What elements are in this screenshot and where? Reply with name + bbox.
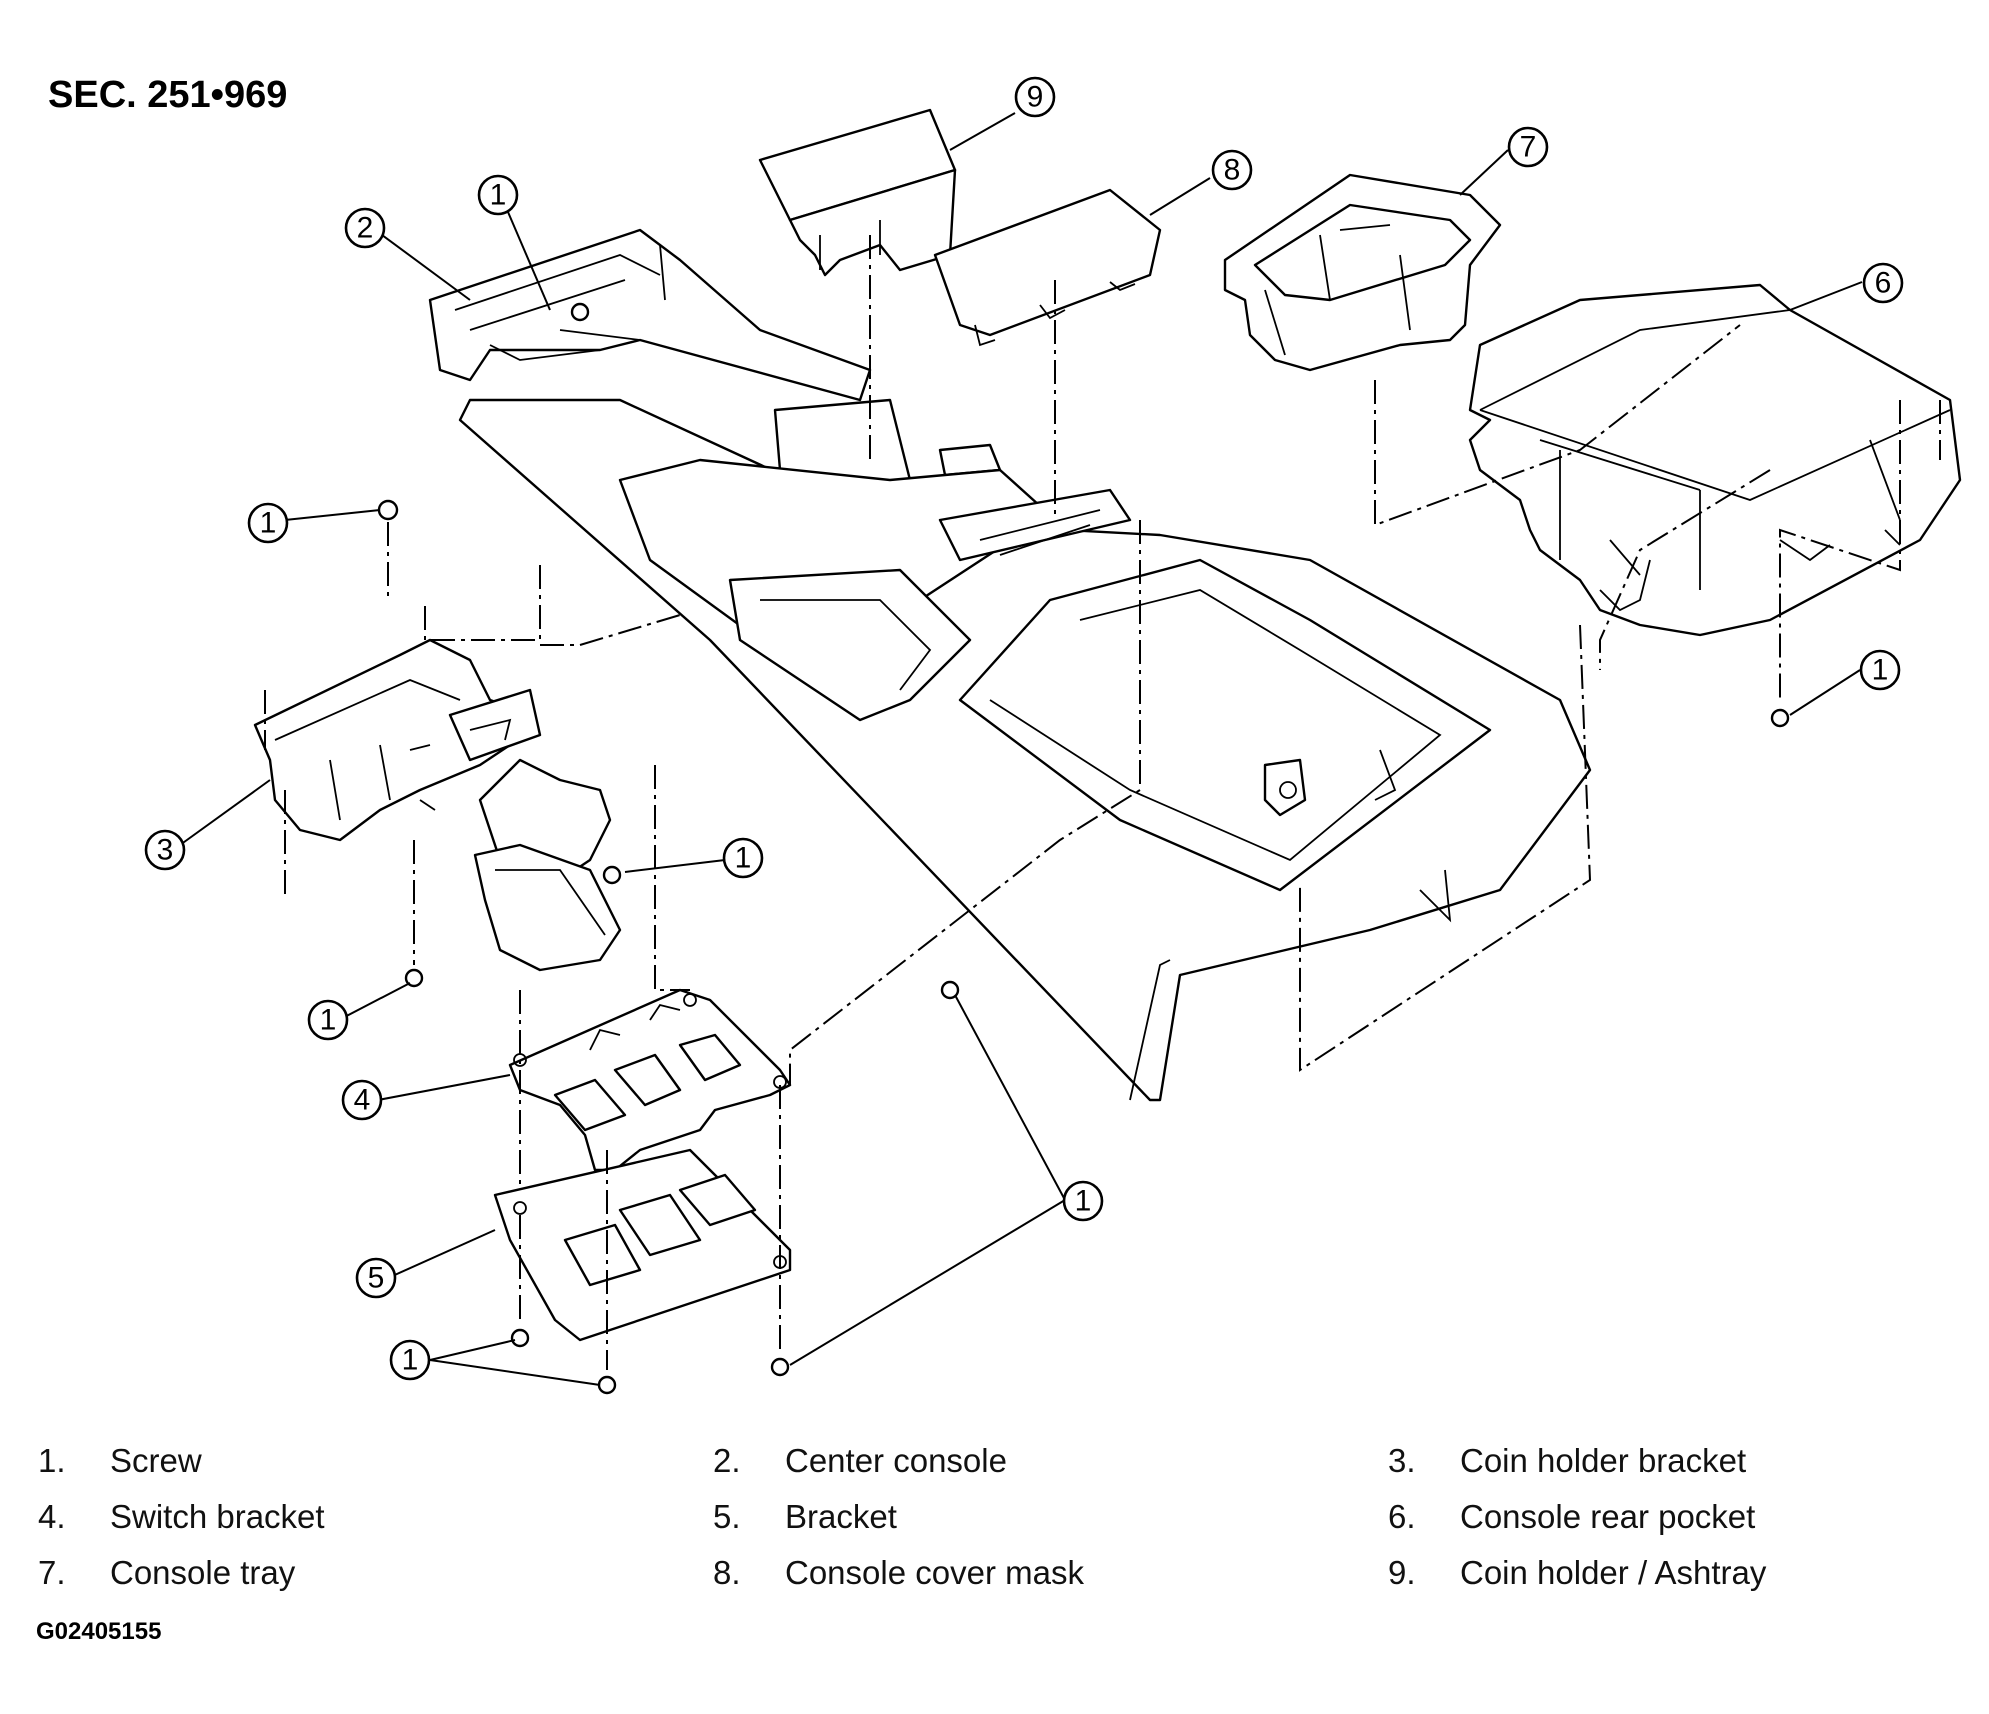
callout-screw-1: 1: [477, 174, 519, 216]
callout-switch-bracket: 4: [341, 1079, 383, 1121]
callout-console-tray: 7: [1507, 126, 1549, 168]
legend-label: Console rear pocket: [1460, 1498, 1756, 1535]
legend-number: 9.: [1388, 1554, 1416, 1591]
screw-parts: [377, 302, 1790, 1395]
svg-text:9: 9: [1027, 81, 1044, 114]
legend-item: 5. Bracket: [713, 1496, 1388, 1538]
callout-screw-2: 1: [247, 502, 289, 544]
legend-number: 2.: [713, 1442, 741, 1479]
svg-text:2: 2: [357, 212, 374, 245]
callout-screw-3: 1: [1859, 649, 1901, 691]
callout-screw-7: 1: [389, 1339, 431, 1381]
svg-text:1: 1: [402, 1344, 419, 1377]
legend-label: Bracket: [785, 1498, 897, 1535]
svg-text:1: 1: [490, 179, 507, 212]
legend-item: 1. Screw: [38, 1440, 713, 1482]
svg-text:1: 1: [260, 507, 277, 540]
legend-item: 6. Console rear pocket: [1388, 1496, 1858, 1538]
callout-bracket: 5: [355, 1257, 397, 1299]
section-title: SEC. 251•969: [48, 74, 288, 116]
console-tray-part: [1223, 173, 1502, 372]
legend-number: 4.: [38, 1498, 66, 1535]
svg-text:1: 1: [735, 842, 752, 875]
center-console-part: [428, 228, 1592, 1102]
legend-item: 7. Console tray: [38, 1552, 713, 1594]
legend-label: Switch bracket: [110, 1498, 325, 1535]
legend-number: 6.: [1388, 1498, 1416, 1535]
svg-text:1: 1: [1075, 1185, 1092, 1218]
callout-console-cover-mask: 8: [1211, 149, 1253, 191]
svg-text:4: 4: [354, 1084, 371, 1117]
bracket-part: [493, 1148, 792, 1342]
legend-number: 5.: [713, 1498, 741, 1535]
legend-label: Screw: [110, 1442, 202, 1479]
coin-holder-ashtray-part: [758, 108, 957, 277]
legend-label: Console tray: [110, 1554, 296, 1591]
legend-label: Coin holder / Ashtray: [1460, 1554, 1767, 1591]
svg-text:6: 6: [1875, 267, 1892, 300]
legend-label: Center console: [785, 1442, 1007, 1479]
svg-text:1: 1: [1872, 654, 1889, 687]
callout-screw-6: 1: [1062, 1180, 1104, 1222]
switch-bracket-part: [508, 988, 792, 1172]
legend-label: Console cover mask: [785, 1554, 1084, 1591]
callout-screw-5: 1: [307, 999, 349, 1041]
legend-number: 1.: [38, 1442, 66, 1479]
legend-item: 2. Center console: [713, 1440, 1388, 1482]
callout-screw-4: 1: [722, 837, 764, 879]
legend-number: 3.: [1388, 1442, 1416, 1479]
svg-text:1: 1: [320, 1004, 337, 1037]
legend-number: 8.: [713, 1554, 741, 1591]
coin-holder-bracket-part: [253, 638, 622, 972]
legend-item: 4. Switch bracket: [38, 1496, 713, 1538]
svg-text:3: 3: [157, 834, 174, 867]
legend-item: 8. Console cover mask: [713, 1552, 1388, 1594]
figure-code: G02405155: [36, 1618, 162, 1645]
assembly-lines: [264, 235, 1941, 1370]
legend-number: 7.: [38, 1554, 66, 1591]
svg-text:5: 5: [368, 1262, 385, 1295]
exploded-parts-diagram: 1 2 1 9 8 7 6 1 3 1 1 4 5 1 1: [144, 76, 1962, 1395]
svg-text:8: 8: [1224, 154, 1241, 187]
leader-lines: [179, 112, 1863, 1386]
svg-text:7: 7: [1520, 131, 1537, 164]
parts-legend: 1. Screw 2. Center console 3. Coin holder b…: [38, 1440, 1858, 1594]
callout-console-rear-pocket: 6: [1862, 262, 1904, 304]
legend-label: Coin holder bracket: [1460, 1442, 1747, 1479]
callout-center-console: 2: [344, 207, 386, 249]
legend-item: 3. Coin holder bracket: [1388, 1440, 1858, 1482]
callout-coin-holder-bracket: 3: [144, 829, 186, 871]
console-rear-pocket-part: [1468, 283, 1962, 637]
console-cover-mask-part: [933, 188, 1162, 347]
legend-item: 9. Coin holder / Ashtray: [1388, 1552, 1858, 1594]
callout-coin-holder-ashtray: 9: [1014, 76, 1056, 118]
